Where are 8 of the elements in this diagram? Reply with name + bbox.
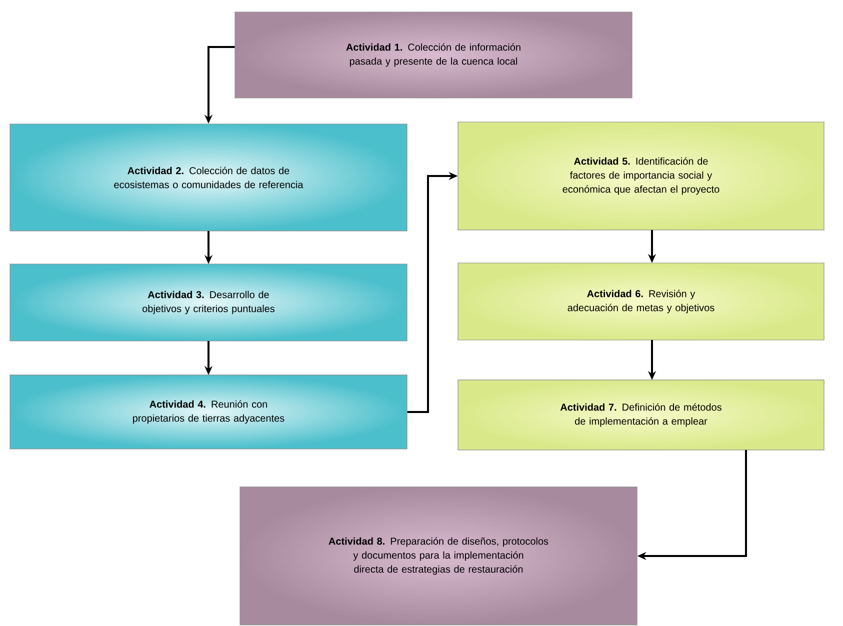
process-box: Actividad 6. Revisión y adecuación de metas y objetivos [458,262,824,340]
process-box: Actividad 7. Definición de métodos de implementación a emplear [458,380,824,450]
process-box: Actividad 2. Colección de datos de ecosistemas o comunidades de referencia [10,124,408,232]
process-box: Actividad 5. Identificación de factores de importancia social y económica que afectan el proyecto [458,122,824,230]
process-box: Actividad 8. Preparación de diseños, protocolos y documentos para la implementación directa de estrategias de restauración [240,486,638,626]
process-box: Actividad 1. Colección de información pasada y presente de la cuenca local [234,12,632,98]
process-box: Actividad 3. Desarrollo de objetivos y criterios puntuales [10,264,408,342]
process-box: Actividad 4. Reunión con propietarios de tierras adyacentes [10,374,408,450]
